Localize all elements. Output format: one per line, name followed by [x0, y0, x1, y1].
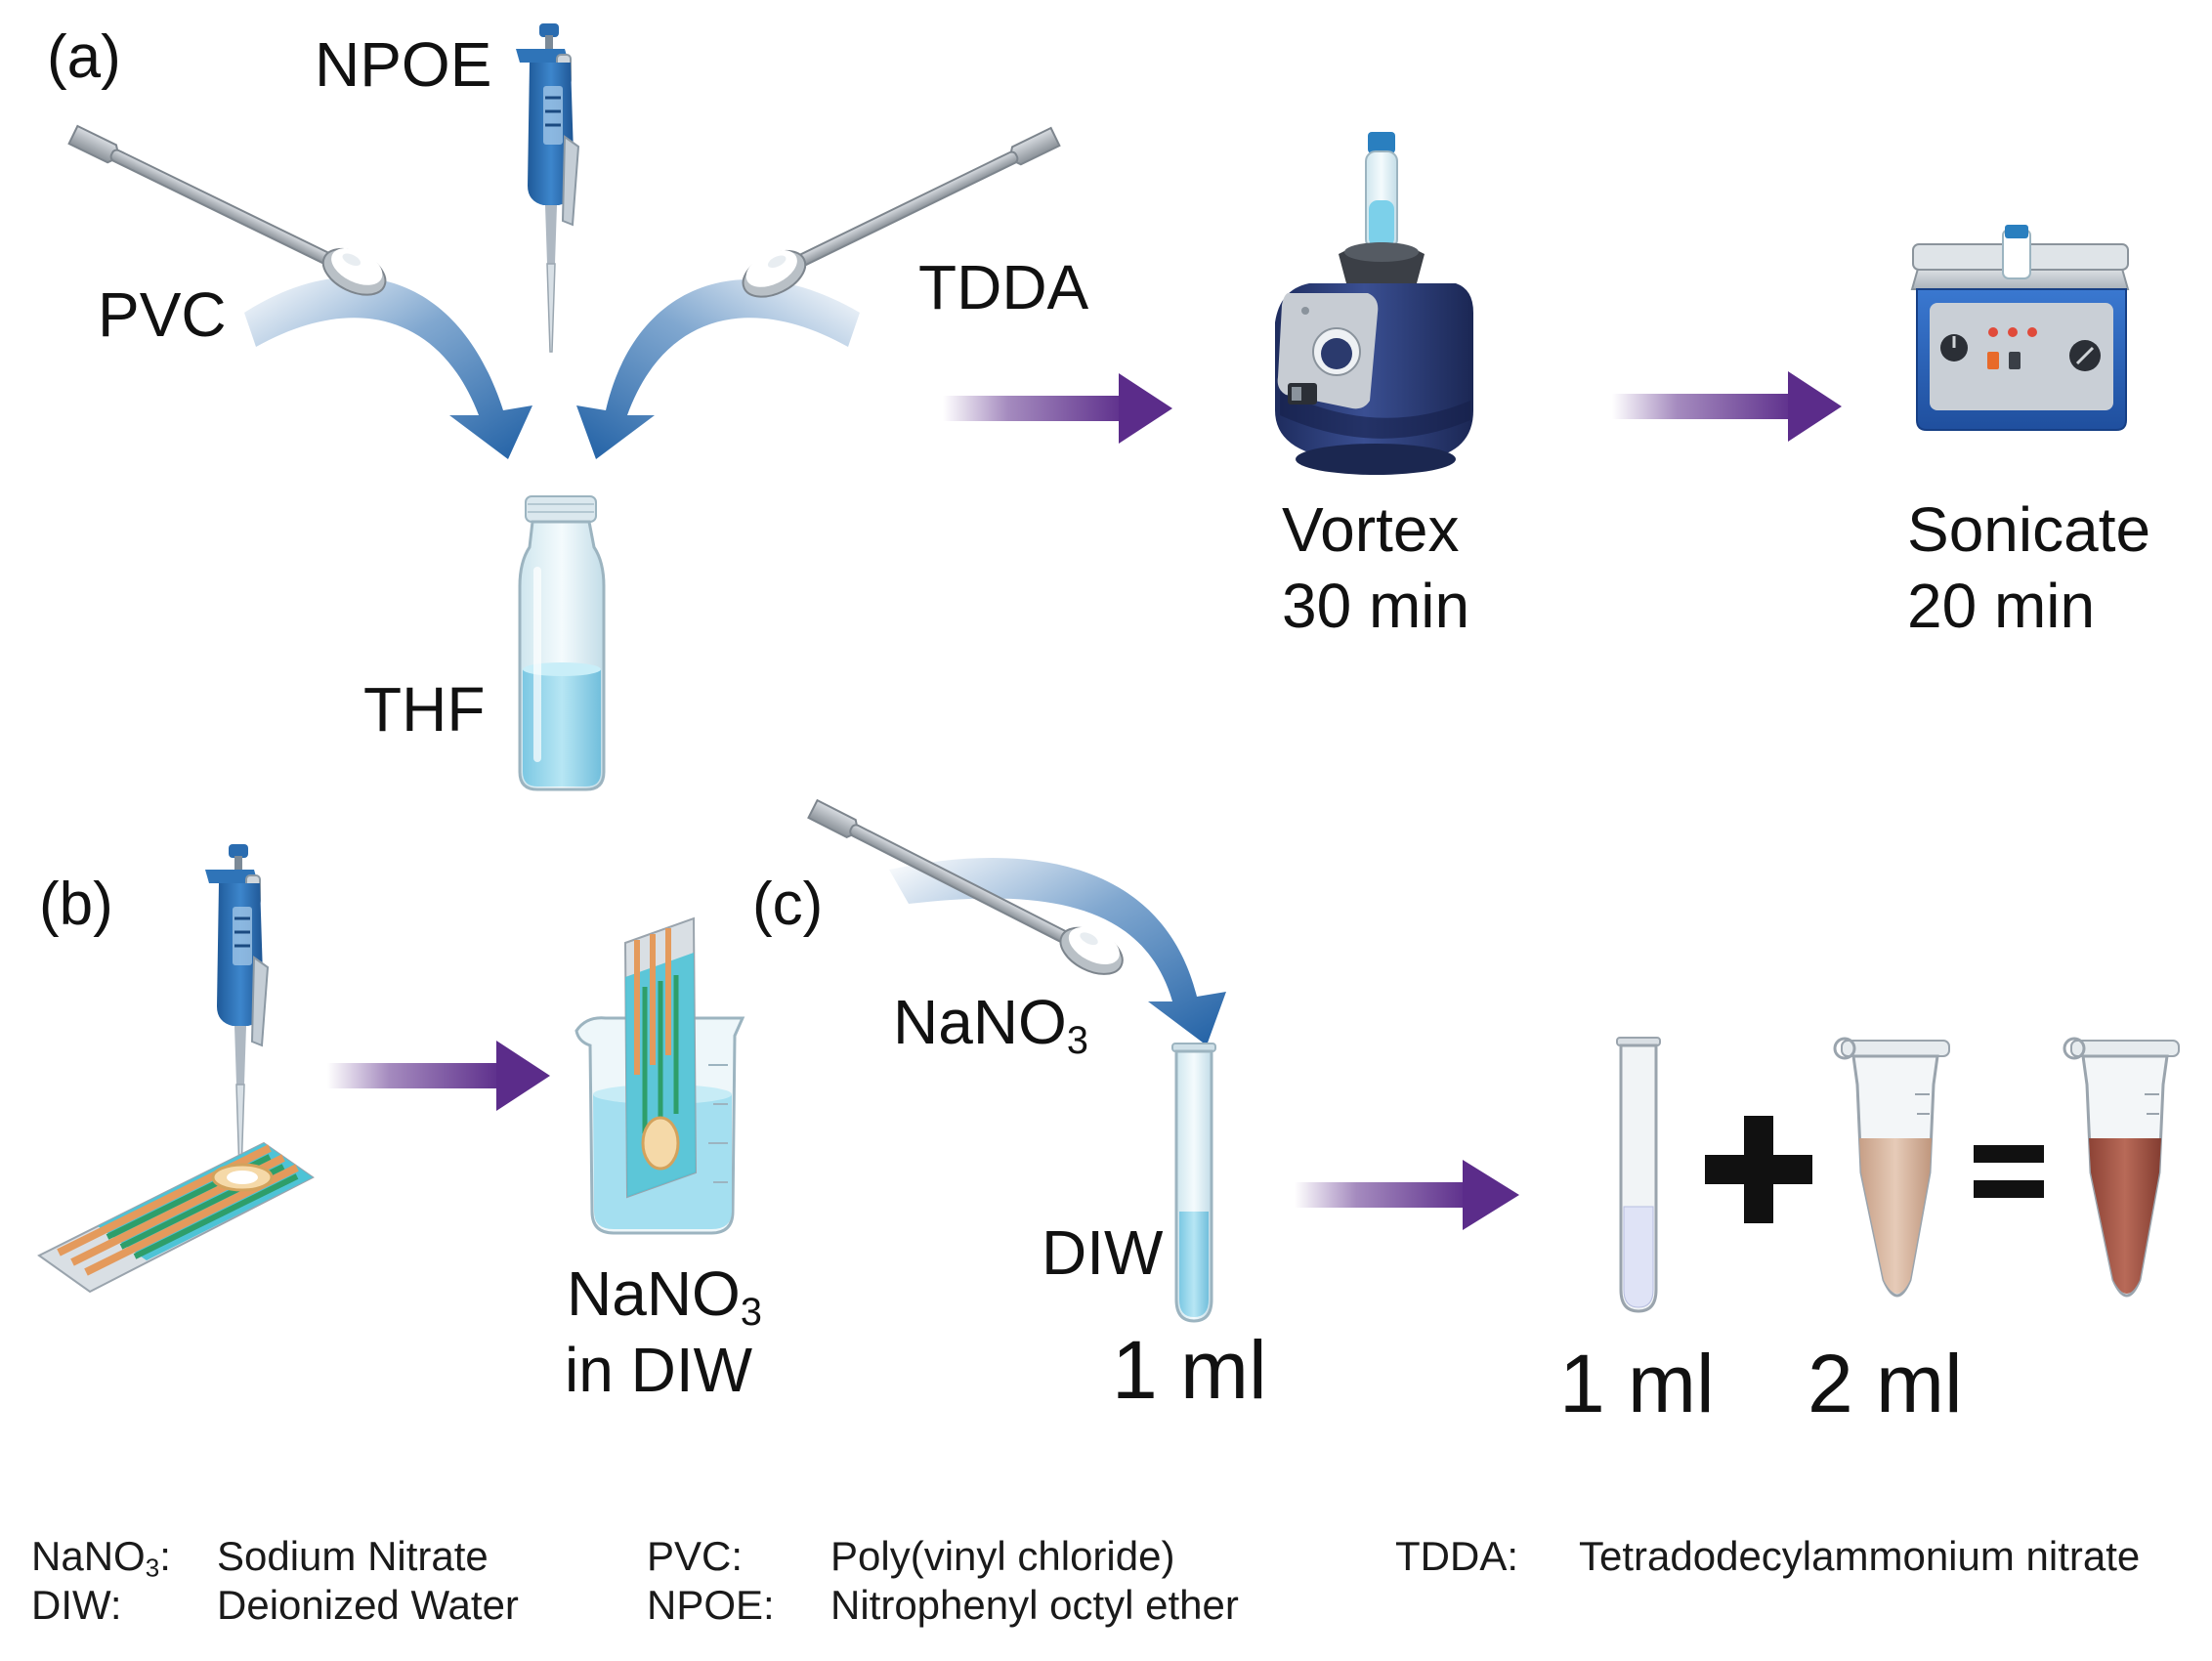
legend-abbr-pvc: PVC: [647, 1533, 744, 1579]
panel-label-a: (a) [47, 23, 121, 91]
legend-term-npoe: Nitrophenyl octyl ether [830, 1582, 1239, 1628]
legend-term-diw: Deionized Water [217, 1582, 519, 1628]
curved-arrow-nano3 [889, 857, 1226, 1045]
curved-arrow-tdda [576, 278, 860, 459]
spatula-pvc [64, 114, 395, 306]
legend-abbr-suffix: : [159, 1533, 171, 1579]
legend-term-tdda: Tetradodecylammonium nitrate [1579, 1533, 2141, 1579]
formula-base: NaNO [567, 1258, 741, 1329]
panel-label-b: (b) [39, 871, 113, 938]
label-in-diw: in DIW [565, 1335, 752, 1405]
label-tdda: TDDA [918, 252, 1089, 322]
label-npoe: NPOE [315, 29, 492, 100]
pipette-b [203, 842, 270, 1174]
legend-term-pvc: Poly(vinyl chloride) [830, 1533, 1175, 1579]
process-arrow-c [1295, 1160, 1519, 1230]
process-arrow-a2 [1612, 371, 1842, 442]
label-nano3-b: NaNO3 [567, 1262, 762, 1333]
panel-label-c: (c) [752, 871, 824, 938]
formula-subscript: 3 [1066, 1018, 1088, 1062]
legend-abbr-subscript: 3 [145, 1553, 160, 1583]
formula-nano3-c: NaNO3 [893, 991, 1088, 1061]
label-sonicate: Sonicate [1907, 494, 2151, 565]
process-arrow-a1 [943, 373, 1172, 444]
vortex-mixer [1275, 132, 1473, 475]
label-thf: THF [363, 674, 486, 745]
formula-subscript: 3 [740, 1290, 762, 1334]
label-vortex-time: 30 min [1282, 571, 1470, 641]
legend-abbr-nano3: NaNO3: [31, 1536, 171, 1581]
label-vol-2ml: 2 ml [1808, 1338, 1963, 1429]
formula-nano3-b: NaNO3 [567, 1262, 762, 1333]
eppendorf-mixed [2063, 1037, 2180, 1298]
legend-abbr-diw: DIW: [31, 1582, 122, 1628]
label-diw: DIW [1042, 1217, 1164, 1288]
thf-vial [518, 495, 606, 791]
legend-term-nano3: Sodium Nitrate [217, 1533, 489, 1579]
label-vol-1ml: 1 ml [1559, 1338, 1715, 1429]
equals-sign [1974, 1145, 2044, 1198]
legend-abbr-tdda: TDDA: [1395, 1533, 1518, 1579]
label-nano3-c: NaNO3 [893, 991, 1088, 1061]
plus-sign [1705, 1116, 1812, 1223]
label-pvc: PVC [98, 279, 227, 350]
electrode-strip [37, 1141, 315, 1294]
formula-base: NaNO [893, 987, 1067, 1057]
sonicator [1910, 225, 2130, 431]
beaker-nano3 [574, 916, 745, 1235]
legend-abbr-npoe: NPOE: [647, 1582, 775, 1628]
label-vol-tube-c: 1 ml [1112, 1324, 1267, 1416]
curved-arrow-pvc [244, 277, 532, 459]
eppendorf-2ml [1833, 1037, 1950, 1298]
legend-abbr-base: NaNO [31, 1533, 146, 1579]
label-sonicate-time: 20 min [1907, 571, 2096, 641]
tube-1ml [1616, 1037, 1661, 1313]
process-arrow-b [327, 1041, 550, 1111]
pipette-npoe [514, 21, 580, 354]
label-vortex: Vortex [1282, 494, 1460, 565]
diw-test-tube [1171, 1043, 1216, 1323]
